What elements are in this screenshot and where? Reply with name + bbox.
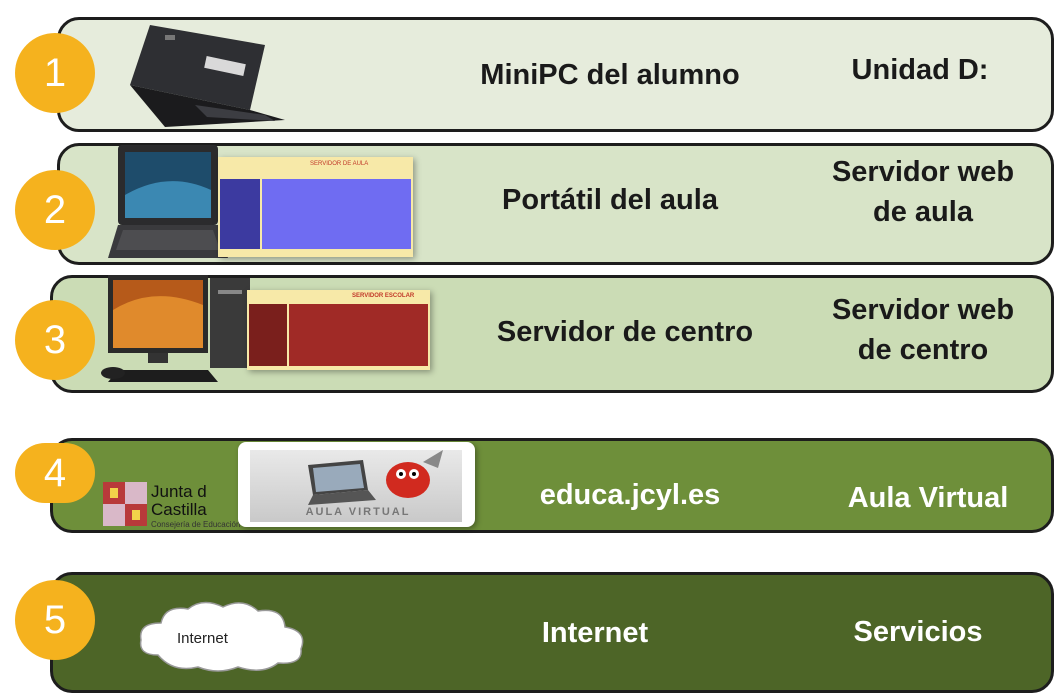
step-badge-1: 1 [15, 33, 95, 113]
row-4-right-label: Aula Virtual [847, 482, 1009, 514]
junta-logo-line-1: Junta d [151, 482, 207, 501]
junta-logo-subtext: Consejería de Educación [151, 520, 241, 529]
cloud-label: Internet [177, 630, 229, 647]
row-1-center-label: MiniPC del alumno [480, 59, 740, 91]
row-5-center-label: Internet [541, 617, 649, 649]
coat-of-arms-icon [103, 482, 147, 526]
step-badge-5: 5 [15, 580, 95, 660]
step-badge-4: 4 [15, 443, 95, 503]
row-2-center-label: Portátil del aula [502, 184, 718, 216]
row-3-screen-content [289, 304, 428, 366]
laptop-mascot-icon [308, 450, 443, 505]
school-server-screenshot: SERVIDOR ESCOLAR [247, 290, 430, 370]
row-2-right-label: Servidor web de aula [831, 156, 1015, 228]
junta-logo: Junta d Castilla Consejería de Educación [103, 480, 243, 530]
classroom-laptop-image [108, 145, 228, 258]
row-2-screen-content [262, 179, 411, 249]
step-badge-3: 3 [15, 300, 95, 380]
row-5-right-label: Servicios [853, 616, 983, 648]
internet-cloud-icon: Internet [139, 601, 304, 672]
school-server-desktop-image [101, 275, 250, 382]
row-3-screen-sidebar [249, 304, 287, 366]
classroom-server-screenshot: SERVIDOR DE AULA [218, 157, 413, 257]
row-4-center-label: educa.jcyl.es [539, 479, 721, 511]
row-2-screen-sidebar [220, 179, 260, 249]
row-2-screen-title: SERVIDOR DE AULA [310, 161, 369, 167]
row-1-right-label: Unidad D: [851, 54, 989, 86]
row-3-right-label: Servidor web de centro [831, 294, 1015, 366]
minipc-laptop-image [130, 25, 285, 127]
step-badge-2: 2 [15, 170, 95, 250]
row-3-screen-title: SERVIDOR ESCOLAR [352, 293, 415, 299]
junta-logo-line-2: Castilla [151, 500, 207, 519]
aula-virtual-logo: AULA VIRTUAL [238, 442, 475, 527]
aula-virtual-caption: AULA VIRTUAL [305, 506, 411, 518]
row-3-center-label: Servidor de centro [496, 316, 754, 348]
row-4 [50, 438, 1054, 533]
